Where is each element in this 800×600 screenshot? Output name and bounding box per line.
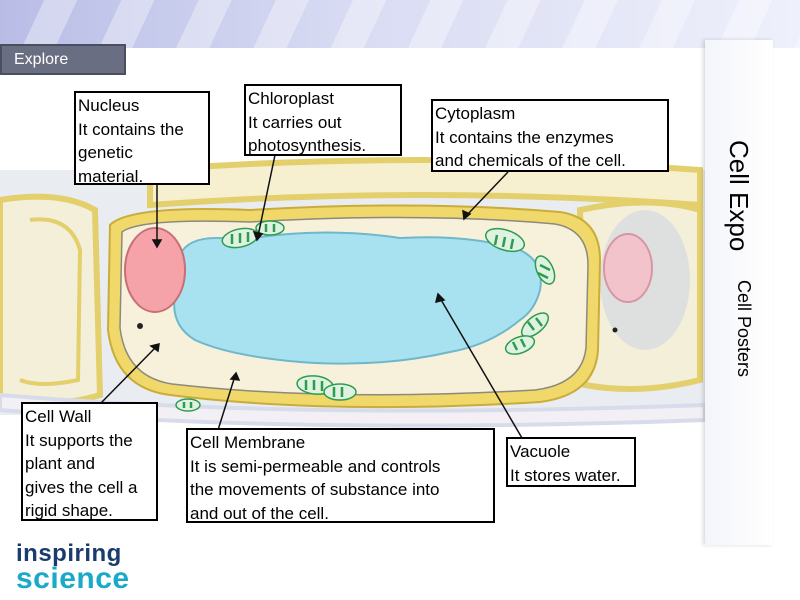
cytoplasm-text-1: It contains the enzymes: [435, 127, 614, 147]
cell-wall-text-3: gives the cell a: [25, 477, 138, 497]
cytoplasm-label: Cytoplasm It contains the enzymes and ch…: [431, 99, 669, 172]
side-tab-subtitle[interactable]: Cell Posters: [716, 280, 766, 400]
neighbour-nucleus-right: [603, 233, 653, 303]
header-rays: [0, 0, 800, 48]
nucleus-text-2: genetic: [78, 143, 133, 162]
cell-wall-text-4: rigid shape.: [25, 501, 113, 520]
vacuole-label: Vacuole It stores water.: [506, 437, 636, 487]
explore-label: Explore: [14, 51, 69, 68]
neighbour-cell-left-wall: [19, 217, 83, 386]
pointer-arrows: [99, 154, 523, 439]
chloroplast-2: [255, 220, 285, 236]
vacuole-title: Vacuole: [510, 442, 571, 461]
header-background: [0, 0, 800, 48]
inspiring-science-logo: inspiring science: [16, 540, 146, 595]
organelle-dot-right: [612, 327, 618, 333]
side-tab-subtitle-text: Cell Posters: [734, 280, 754, 377]
chloroplast-9: [175, 398, 201, 412]
logo-line-1: inspiring: [16, 540, 122, 567]
chloroplast-6: [504, 335, 536, 355]
cell-membrane-label: Cell Membrane It is semi-permeable and c…: [186, 428, 495, 523]
chloroplast-text-1: It carries out: [248, 112, 342, 132]
neighbour-cell-left: [0, 193, 104, 407]
side-tab-title[interactable]: Cell Expo: [712, 140, 768, 270]
chloroplast-8: [323, 383, 357, 401]
cell-membrane-text-2: the movements of substance into: [190, 480, 440, 499]
logo-line-2: science: [16, 562, 130, 595]
side-tab-title-text: Cell Expo: [724, 140, 754, 251]
nucleus-title: Nucleus: [78, 96, 140, 115]
chloroplast-stripes: [182, 224, 551, 408]
cell-membrane-text-3: and out of the cell.: [190, 503, 329, 523]
nucleus-label: Nucleus It contains the genetic material…: [74, 91, 210, 185]
explore-tab[interactable]: Explore: [0, 44, 126, 75]
cell-membrane-text-1: It is semi-permeable and controls: [190, 456, 441, 476]
nucleus-text-1: It contains the: [78, 119, 184, 139]
vacuole-text-1: It stores water.: [510, 465, 621, 485]
chloroplast-5: [520, 312, 550, 338]
cell-wall-text-1: It supports the: [25, 430, 133, 450]
nucleus-text-3: material.: [78, 166, 144, 185]
chloroplast-text-2: photosynthesis.: [248, 136, 367, 155]
cell-wall-title: Cell Wall: [25, 407, 92, 426]
side-tab[interactable]: [705, 40, 773, 545]
cytoplasm-title: Cytoplasm: [435, 104, 516, 123]
cytoplasm-text-2: and chemicals of the cell.: [435, 151, 626, 170]
chloroplast-label: Chloroplast It carries out photosynthesi…: [244, 84, 402, 156]
organelle-dot: [137, 323, 143, 329]
cell-wall-text-2: plant and: [25, 454, 95, 473]
cell-wall-label: Cell Wall It supports the plant and give…: [21, 402, 158, 521]
chloroplast-title: Chloroplast: [248, 89, 334, 108]
cell-membrane-title: Cell Membrane: [190, 433, 306, 452]
chloroplast-4: [534, 255, 556, 285]
nucleus-shape: [124, 227, 186, 313]
vacuole-shape: [173, 231, 542, 365]
